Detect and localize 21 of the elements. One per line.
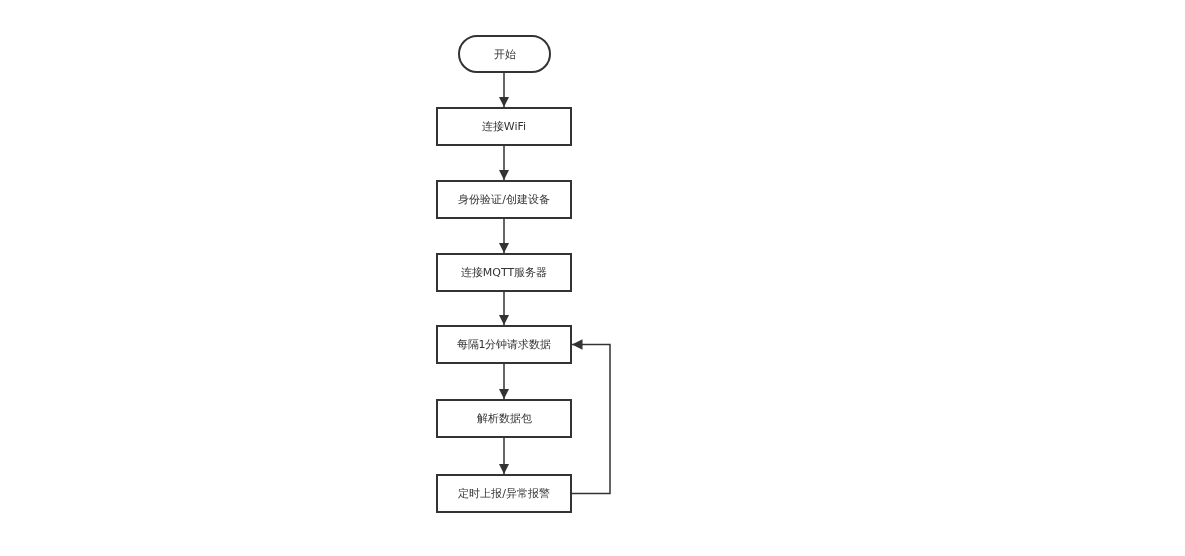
node-label: 解析数据包 (476, 411, 532, 426)
node-label: 身份验证/创建设备 (458, 192, 550, 207)
process-box (436, 180, 572, 219)
arrow (498, 72, 510, 108)
arrow (498, 437, 510, 475)
process-box (436, 325, 572, 364)
node-label: 开始 (493, 46, 516, 62)
process-box (436, 253, 572, 292)
start-terminal (458, 35, 551, 73)
process-box (436, 399, 572, 438)
node-label: 每隔1分钟请求数据 (456, 337, 552, 352)
node-label: 连接MQTT服务器 (460, 265, 548, 280)
process-box (436, 474, 572, 513)
arrow (498, 291, 510, 326)
arrow (498, 218, 510, 254)
arrow (571, 339, 611, 495)
node-label: 定时上报/异常报警 (458, 486, 550, 501)
arrow (498, 363, 510, 400)
process-box (436, 107, 572, 146)
node-label: 连接WiFi (481, 119, 527, 134)
arrow (498, 145, 510, 181)
